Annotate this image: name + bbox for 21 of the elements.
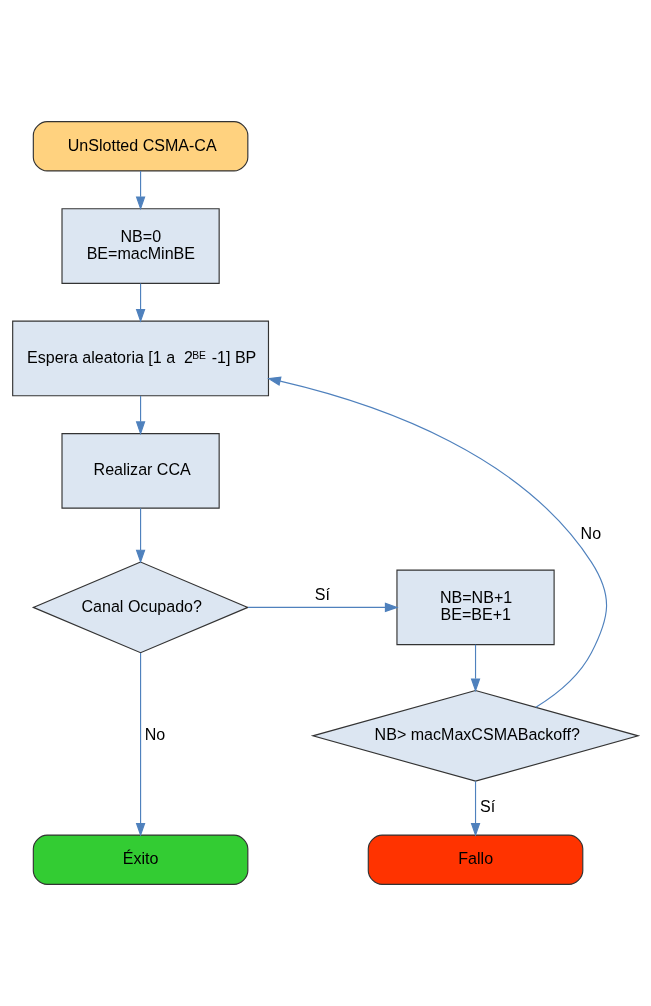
edge-label: No [144,725,166,744]
node-diamond: NB> macMaxCSMABackoff? [310,689,641,782]
arrow [267,376,608,708]
edge-label: Sí [314,584,330,603]
edge-label: No [580,524,602,543]
node-box: Realizar CCA [61,433,220,509]
node-diamond: Canal Ocupado? [31,561,250,654]
node-box: Éxito [32,834,249,885]
arrow [247,602,399,613]
node-box: NB=NB+1 BE=BE+1 [396,569,555,646]
node-box: Fallo [367,834,584,885]
arrow [135,395,146,436]
node-box: NB=0 BE=macMinBE [61,208,220,284]
arrow [135,170,146,211]
arrow [470,780,481,837]
arrow [135,652,146,837]
arrow [135,283,146,323]
edge-label: Sí [479,797,496,816]
node-box: UnSlotted CSMA-CA [32,121,249,172]
arrow [135,507,146,564]
arrow [470,644,481,693]
